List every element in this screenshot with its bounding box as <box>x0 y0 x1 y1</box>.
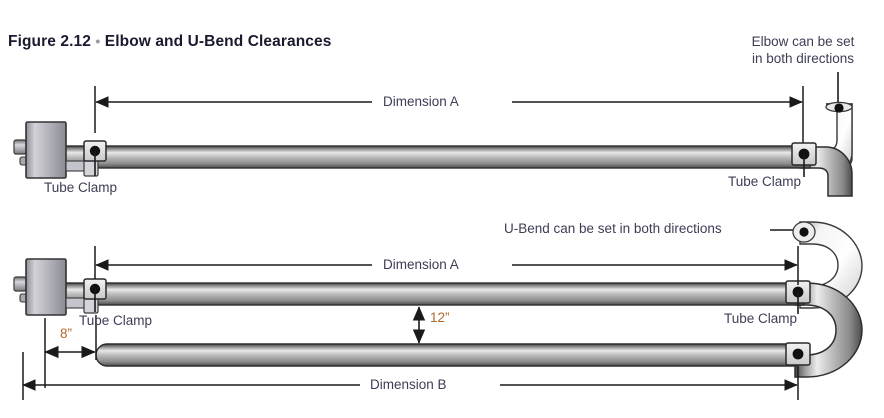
elbow-main-tube <box>61 145 811 169</box>
elbow-clamp-right-label: Tube Clamp <box>728 174 802 189</box>
ubend-clamp-left <box>83 278 107 312</box>
dimension-a-elbow <box>94 86 804 150</box>
ubend-lower-loop <box>794 282 863 378</box>
title-separator: • <box>95 33 101 49</box>
dimension-a-ubend <box>94 246 799 285</box>
ubend-clamp-upper-right <box>785 280 811 314</box>
ubend-clamp-lower-right <box>785 342 811 366</box>
figure-number: Figure 2.12 <box>8 33 91 50</box>
elbow-clamp-right <box>791 142 817 177</box>
ubend-upper-tube <box>61 282 805 306</box>
elbow-clamp-left-label: Tube Clamp <box>44 180 118 195</box>
dimension-a-ubend-label: Dimension A <box>383 257 459 272</box>
elbow-manifold-block <box>13 121 99 179</box>
ubend-assembly <box>13 221 863 400</box>
elbow-callout-label: Elbow can be set in both directions <box>751 34 855 66</box>
elbow-clamp-left <box>83 140 107 176</box>
gap-dimension-label: 12” <box>430 310 450 325</box>
ubend-clamp-right-label: Tube Clamp <box>724 311 798 326</box>
dimension-b <box>22 352 799 400</box>
dimension-a-elbow-label: Dimension A <box>383 94 459 109</box>
ubend-lower-tube <box>95 343 805 367</box>
ubend-clamp-left-label: Tube Clamp <box>79 313 153 328</box>
ubend-callout-label: U-Bend can be set in both directions <box>504 221 722 236</box>
figure-title-text: Elbow and U-Bend Clearances <box>104 33 332 50</box>
elbow-assembly <box>13 72 853 197</box>
offset-dimension-label: 8” <box>60 326 73 341</box>
dimension-b-label: Dimension B <box>370 377 447 392</box>
figure-title: Figure 2.12 • Elbow and U-Bend Clearance… <box>8 33 331 51</box>
offset-dimension-8in <box>44 315 97 388</box>
